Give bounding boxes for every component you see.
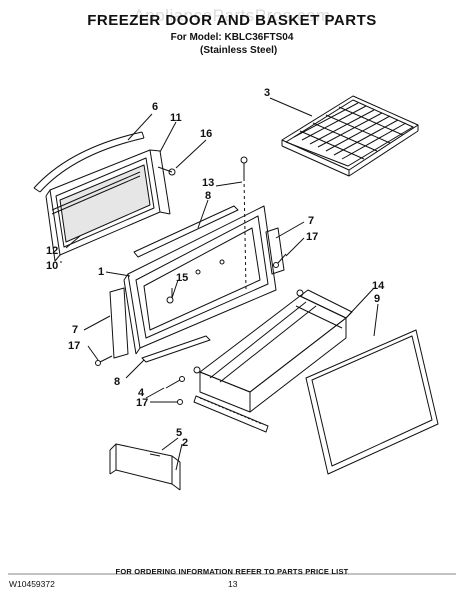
screw-13: [240, 156, 248, 291]
bolt-4: [165, 376, 185, 389]
watermark-text: AppliancePartsPros.com: [133, 6, 331, 25]
callout-3: 3: [264, 87, 270, 99]
model-label: For Model: KBLC36FTS04: [170, 32, 294, 43]
callout-12: 12: [46, 245, 58, 257]
callout-8-upper: 8: [205, 190, 211, 202]
callout-7-left: 7: [72, 324, 78, 336]
screw-17-right: [273, 253, 287, 268]
clip-15: [166, 288, 174, 304]
wire-shelf: [281, 95, 419, 177]
ordering-note: FOR ORDERING INFORMATION REFER TO PARTS …: [115, 567, 349, 576]
callout-14: 14: [372, 280, 385, 292]
door-frame: [123, 205, 277, 355]
callout-10: 10: [46, 260, 58, 272]
variant-label: (Stainless Steel): [200, 45, 278, 56]
screw-16: [157, 166, 176, 176]
callout-1: 1: [98, 266, 104, 278]
callout-17-left: 17: [68, 340, 80, 352]
callout-17-lower: 17: [136, 397, 148, 409]
door-inner-panel: [45, 149, 171, 262]
callout-11: 11: [170, 112, 182, 124]
door-handle: [33, 131, 145, 193]
callout-8-lower: 8: [114, 376, 120, 388]
callout-5: 5: [176, 427, 182, 439]
callout-16: 16: [200, 128, 212, 140]
kick-plate: [109, 443, 181, 491]
slide-rail: [193, 395, 269, 433]
side-trim-right: [265, 227, 285, 275]
callout-2: 2: [182, 437, 188, 449]
door-gasket: [305, 329, 439, 475]
callout-9: 9: [374, 293, 380, 305]
page-number: 13: [228, 579, 238, 589]
screw-17-lower: [166, 399, 183, 405]
callout-6: 6: [152, 101, 158, 113]
screw-17-left: [95, 355, 113, 366]
callout-4: 4: [138, 387, 145, 399]
freezer-basket: [193, 289, 353, 413]
callout-labels: 6 11 16 3 13 8 7 17 12 10 1 15 14 9 7 17…: [46, 87, 385, 449]
side-trim-left: [109, 287, 129, 359]
trim-strip-lower: [141, 335, 211, 363]
callout-13: 13: [202, 177, 214, 189]
callout-15: 15: [176, 272, 188, 284]
trim-strip-upper: [133, 205, 239, 258]
leader-lines: [60, 97, 379, 471]
document-number: W10459372: [9, 579, 55, 589]
page-title: FREEZER DOOR AND BASKET PARTS: [87, 12, 377, 29]
callout-17-right: 17: [306, 231, 318, 243]
callout-7-right: 7: [308, 215, 314, 227]
